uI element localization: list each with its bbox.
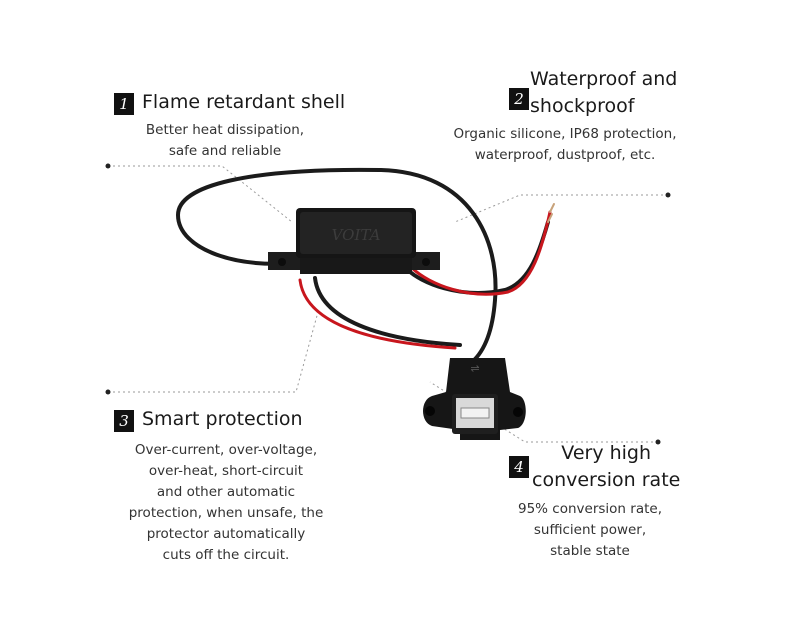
feature-4-title-line: Very high: [561, 442, 652, 464]
feature-4-description: 95% conversion rate, sufficient power, s…: [490, 499, 690, 562]
feature-4-title: Very high conversion rate: [532, 440, 680, 494]
feature-2-title-line: Waterproof and: [530, 68, 678, 90]
feature-3-desc-line: Over-current, over-voltage,: [134, 442, 318, 458]
leader-line-2: [454, 194, 668, 223]
feature-4-desc-line: sufficient power,: [533, 522, 647, 538]
brand-embossing: VOITA: [332, 226, 381, 244]
feature-3-desc-line: cuts off the circuit.: [162, 547, 290, 563]
feature-2-number-badge: 2: [509, 88, 529, 110]
feature-1-title: Flame retardant shell: [142, 91, 346, 113]
feature-3-title: Smart protection: [142, 408, 303, 430]
feature-3-desc-line: protection, when unsafe, the: [128, 505, 324, 521]
leader-line-3: [108, 311, 319, 393]
converter-module: VOITA: [268, 208, 440, 274]
feature-4-desc-line: stable state: [550, 543, 630, 559]
feature-4-desc-line: 95% conversion rate,: [518, 501, 662, 517]
feature-2-desc-line: waterproof, dustproof, etc.: [474, 147, 656, 163]
feature-1-desc-line: safe and reliable: [168, 143, 282, 159]
black-cable-loop: [175, 167, 498, 364]
feature-1-description: Better heat dissipation, safe and reliab…: [120, 120, 330, 162]
leader-dots: [105, 163, 671, 445]
feature-3-desc-line: protector automatically: [146, 526, 306, 542]
red-cable-lower: [298, 278, 457, 350]
feature-4-number-badge: 4: [509, 456, 529, 478]
feature-1-desc-line: Better heat dissipation,: [145, 122, 305, 138]
feature-3-desc-line: over-heat, short-circuit: [148, 463, 304, 479]
cables: [175, 167, 555, 364]
feature-4-title-line: conversion rate: [532, 469, 681, 491]
black-cable-lower: [313, 276, 462, 347]
leader-lines: [108, 165, 668, 443]
red-lead-right: [410, 210, 552, 296]
feature-3-desc-line: and other automatic: [156, 484, 296, 500]
svg-text:⇌: ⇌: [470, 362, 479, 375]
feature-2-title-line: shockproof: [530, 95, 635, 117]
usb-connector: ⇌: [423, 358, 526, 440]
feature-1-number-badge: 1: [114, 93, 134, 115]
feature-3-description: Over-current, over-voltage, over-heat, s…: [106, 440, 346, 566]
feature-3-number-badge: 3: [114, 410, 134, 432]
feature-2-description: Organic silicone, IP68 protection, water…: [430, 124, 700, 166]
feature-2-title: Waterproof and shockproof: [530, 66, 677, 120]
feature-2-desc-line: Organic silicone, IP68 protection,: [453, 126, 677, 142]
